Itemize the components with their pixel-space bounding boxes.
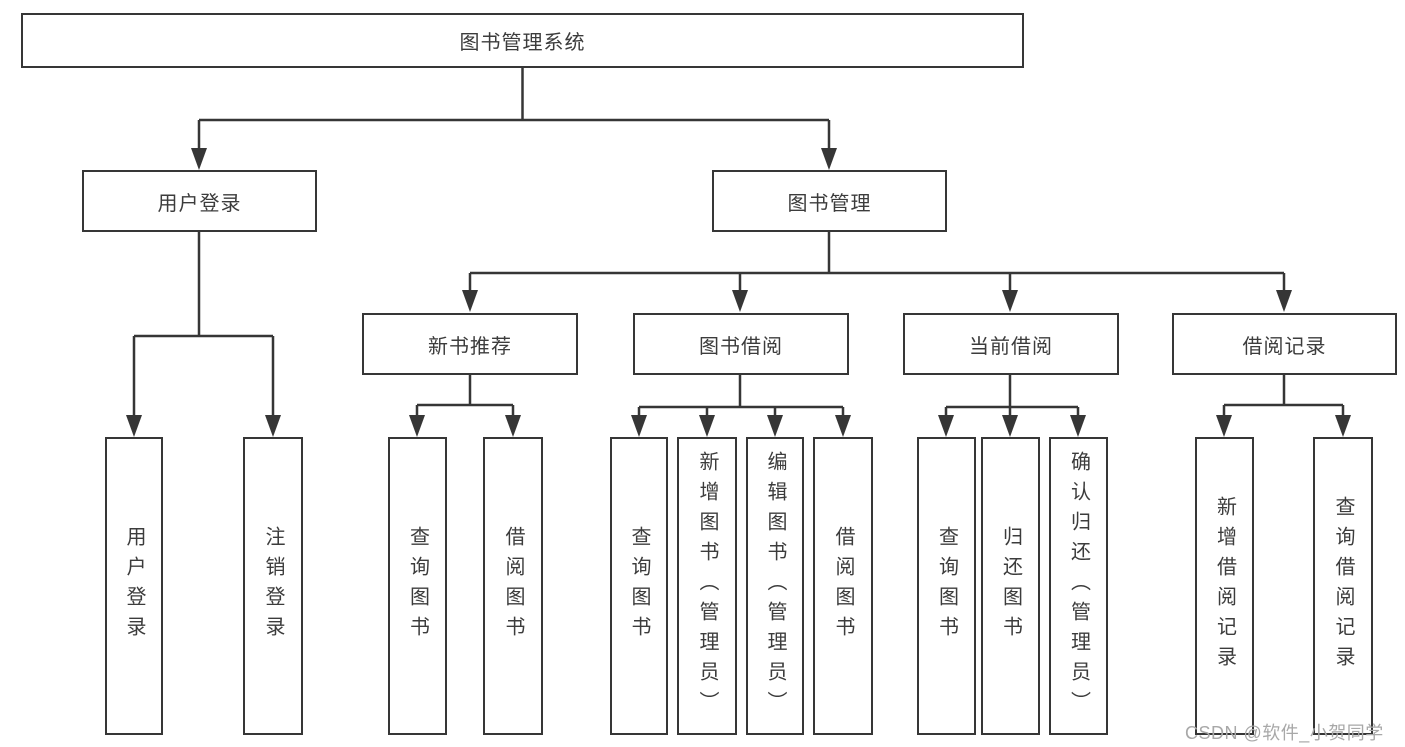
leaf-add-book-admin: 新增图书（管理员）	[677, 437, 737, 735]
leaf-return-book: 归还图书	[981, 437, 1040, 735]
leaf-logout: 注销登录	[243, 437, 303, 735]
node-user-login: 用户登录	[82, 170, 317, 232]
leaf-logout-label: 注销登录	[262, 526, 284, 646]
leaf-query-books-current-label: 查询图书	[935, 526, 958, 646]
node-borrowing-records: 借阅记录	[1172, 313, 1397, 375]
node-book-borrowing: 图书借阅	[633, 313, 849, 375]
leaf-borrow-books: 借阅图书	[813, 437, 873, 735]
leaf-add-borrow-record-label: 新增借阅记录	[1213, 496, 1236, 676]
node-current-borrowing: 当前借阅	[903, 313, 1119, 375]
leaf-query-books-borrowing-label: 查询图书	[628, 526, 650, 646]
leaf-confirm-return-admin-label: 确认归还（管理员）	[1067, 451, 1090, 721]
leaf-return-book-label: 归还图书	[999, 526, 1022, 646]
leaf-edit-book-admin: 编辑图书（管理员）	[746, 437, 804, 735]
leaf-query-borrow-record-label: 查询借阅记录	[1332, 496, 1354, 676]
node-new-book-recommendation: 新书推荐	[362, 313, 578, 375]
leaf-confirm-return-admin: 确认归还（管理员）	[1049, 437, 1108, 735]
leaf-borrow-books-recommend-label: 借阅图书	[502, 526, 524, 646]
arrowheads	[126, 148, 1351, 437]
node-library-management-system: 图书管理系统	[21, 13, 1024, 68]
leaf-user-login-label: 用户登录	[123, 526, 145, 646]
leaf-add-book-admin-label: 新增图书（管理员）	[696, 451, 718, 721]
leaf-query-books-recommend: 查询图书	[388, 437, 447, 735]
leaf-user-login: 用户登录	[105, 437, 163, 735]
leaf-add-borrow-record: 新增借阅记录	[1195, 437, 1254, 735]
leaf-query-books-recommend-label: 查询图书	[406, 526, 429, 646]
leaf-query-borrow-record: 查询借阅记录	[1313, 437, 1373, 735]
leaf-query-books-current: 查询图书	[917, 437, 976, 735]
leaf-borrow-books-recommend: 借阅图书	[483, 437, 543, 735]
node-book-management: 图书管理	[712, 170, 947, 232]
watermark: CSDN @软件_小贺同学	[1185, 723, 1384, 743]
leaf-edit-book-admin-label: 编辑图书（管理员）	[764, 451, 786, 721]
leaf-query-books-borrowing: 查询图书	[610, 437, 668, 735]
leaf-borrow-books-label: 借阅图书	[832, 526, 854, 646]
